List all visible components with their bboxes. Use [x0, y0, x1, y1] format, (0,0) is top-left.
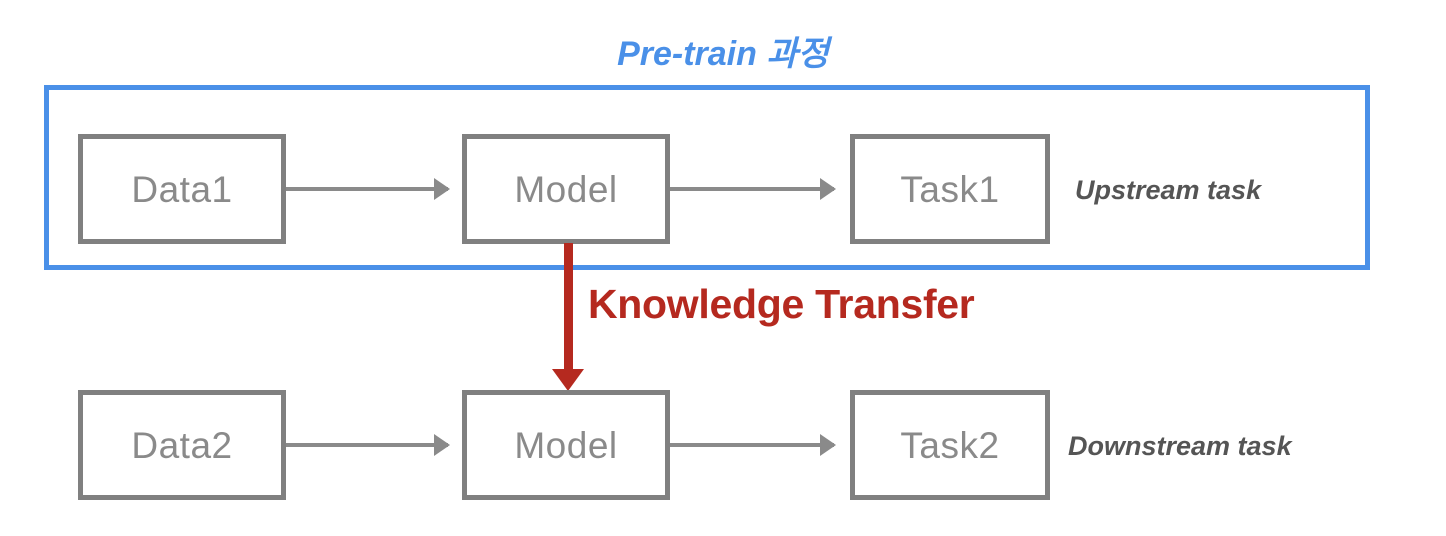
arrow-down-icon-knowledge-transfer-head — [552, 369, 584, 391]
arrow-right-icon-model2-to-task2 — [670, 443, 834, 447]
label-upstream-task: Upstream task — [1075, 175, 1262, 205]
label-downstream-task: Downstream task — [1068, 431, 1292, 461]
node-data2[interactable]: Data2 — [78, 390, 286, 500]
node-model-downstream[interactable]: Model — [462, 390, 670, 500]
upstream-frame — [44, 85, 1370, 270]
page-title: Pre-train 과정 — [617, 35, 829, 73]
node-task2[interactable]: Task2 — [850, 390, 1050, 500]
arrow-right-icon-model1-to-task1 — [670, 187, 834, 191]
node-data1[interactable]: Data1 — [78, 134, 286, 244]
node-task1[interactable]: Task1 — [850, 134, 1050, 244]
arrow-down-icon-knowledge-transfer-shaft — [564, 243, 573, 375]
arrow-right-icon-data2-to-model2 — [286, 443, 448, 447]
arrow-right-icon-data1-to-model1 — [286, 187, 448, 191]
node-model-upstream[interactable]: Model — [462, 134, 670, 244]
label-knowledge-transfer: Knowledge Transfer — [588, 281, 975, 327]
